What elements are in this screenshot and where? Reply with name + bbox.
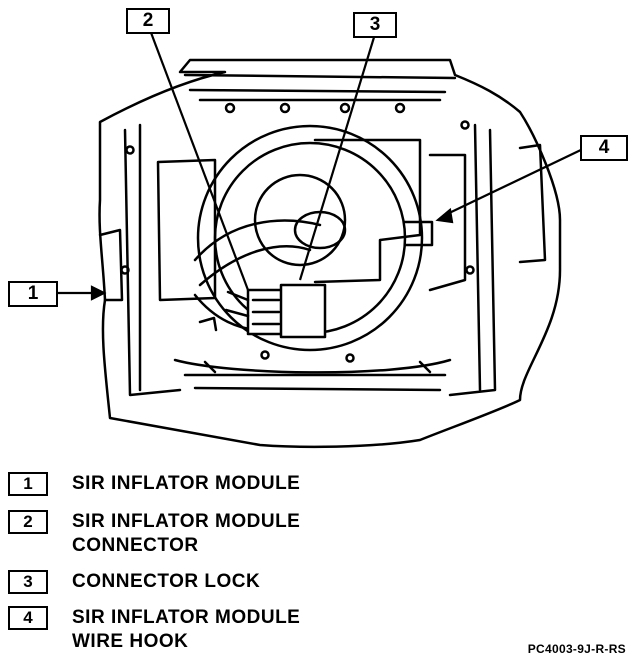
module-housing-outline [98, 58, 562, 449]
leader-line-2 [148, 29, 250, 291]
callout-1: 1 [8, 281, 58, 307]
legend-item: 3 CONNECTOR LOCK [8, 570, 260, 594]
legend-item: 2 SIR INFLATOR MODULE CONNECTOR [8, 510, 300, 558]
legend-label: CONNECTOR LOCK [72, 571, 261, 592]
legend-item: 4 SIR INFLATOR MODULE WIRE HOOK [8, 606, 300, 654]
leader-arrow-1 [90, 285, 107, 301]
legend-label: SIR INFLATOR MODULE CONNECTOR [72, 511, 301, 556]
leader-line-3 [298, 33, 377, 281]
legend-label: SIR INFLATOR MODULE [72, 473, 301, 494]
callout-4: 4 [580, 135, 628, 161]
figure-code: PC4003-9J-R-RS [527, 642, 626, 656]
leader-arrow-4 [435, 207, 454, 224]
legend-number: 4 [8, 606, 48, 630]
legend-label: SIR INFLATOR MODULE WIRE HOOK [72, 607, 301, 652]
legend-number: 2 [8, 510, 48, 534]
legend-item: 1 SIR INFLATOR MODULE [8, 472, 300, 496]
callout-2: 2 [126, 8, 170, 34]
callout-3: 3 [353, 12, 397, 38]
legend-number: 1 [8, 472, 48, 496]
leader-line-4 [444, 147, 586, 216]
legend-number: 3 [8, 570, 48, 594]
